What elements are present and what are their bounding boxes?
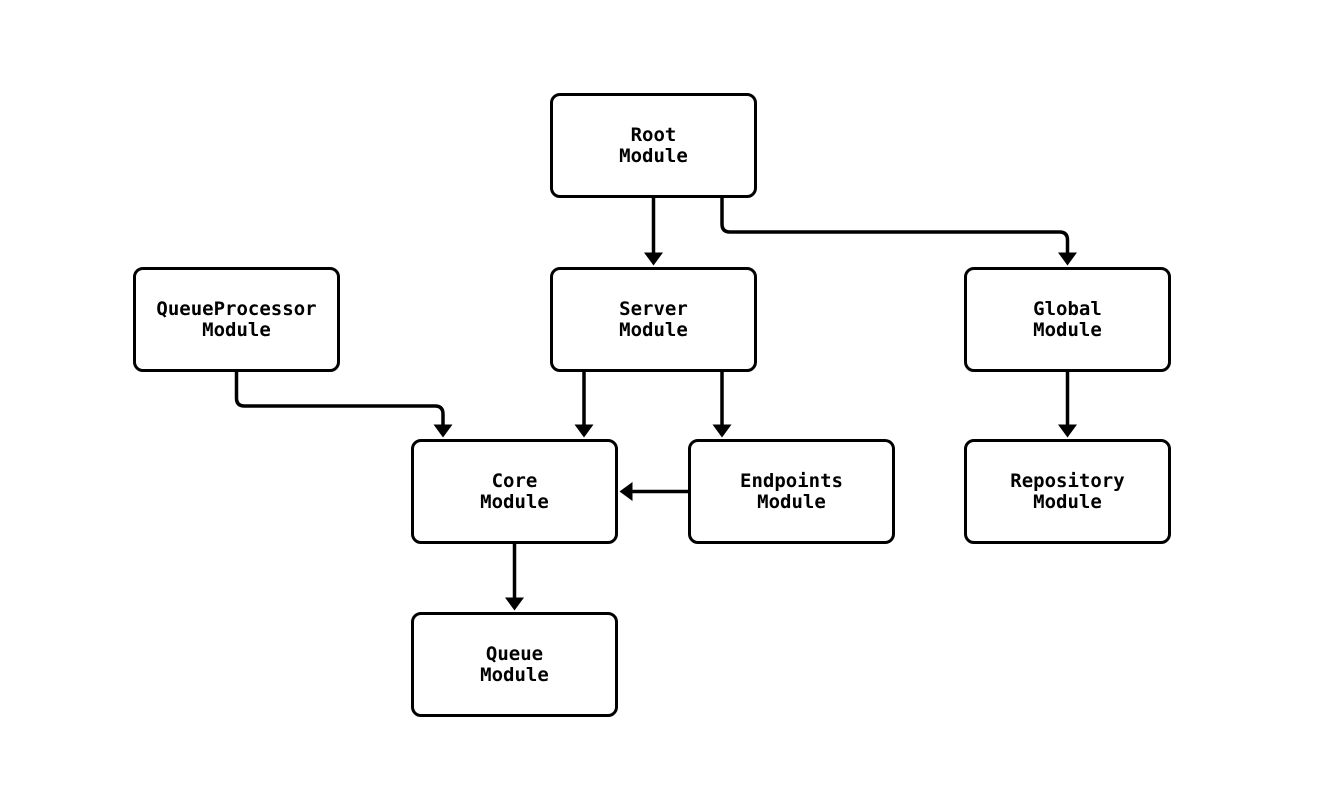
node-global-module-label: Global Module: [1033, 297, 1102, 341]
arrowhead-down-icon: [574, 424, 594, 438]
node-global-module: Global Module: [964, 267, 1171, 372]
edge-queueprocessor-to-core: [234, 372, 453, 438]
node-endpoints-module: Endpoints Module: [688, 439, 895, 544]
edge-global-to-repository: [1058, 372, 1077, 438]
arrowhead-down-icon: [1058, 252, 1077, 266]
node-core-module-label: Core Module: [480, 469, 549, 513]
arrowhead-left-icon: [619, 482, 633, 501]
node-root-module: Root Module: [550, 93, 757, 198]
arrowhead-down-icon: [433, 424, 453, 438]
arrowhead-down-icon: [505, 597, 524, 611]
node-repository-module: Repository Module: [964, 439, 1171, 544]
node-repository-module-label: Repository Module: [1010, 469, 1125, 513]
node-endpoints-module-label: Endpoints Module: [740, 469, 843, 513]
arrowhead-down-icon: [1058, 424, 1077, 438]
edge-endpoints-to-core: [619, 482, 688, 501]
node-server-module-label: Server Module: [619, 297, 688, 341]
edge-root-to-server: [644, 198, 663, 266]
node-queueprocessor-module-label: QueueProcessor Module: [156, 297, 317, 341]
edge-root-to-global: [720, 198, 1077, 266]
node-root-module-label: Root Module: [619, 123, 688, 167]
edge-server-to-core: [574, 372, 594, 438]
node-core-module: Core Module: [411, 439, 618, 544]
node-queue-module: Queue Module: [411, 612, 618, 717]
arrowhead-down-icon: [712, 424, 732, 438]
arrowhead-down-icon: [644, 252, 663, 266]
node-queue-module-label: Queue Module: [480, 642, 549, 686]
node-server-module: Server Module: [550, 267, 757, 372]
edge-server-to-endpoints: [712, 372, 732, 438]
edge-core-to-queue: [505, 544, 524, 611]
node-queueprocessor-module: QueueProcessor Module: [133, 267, 340, 372]
